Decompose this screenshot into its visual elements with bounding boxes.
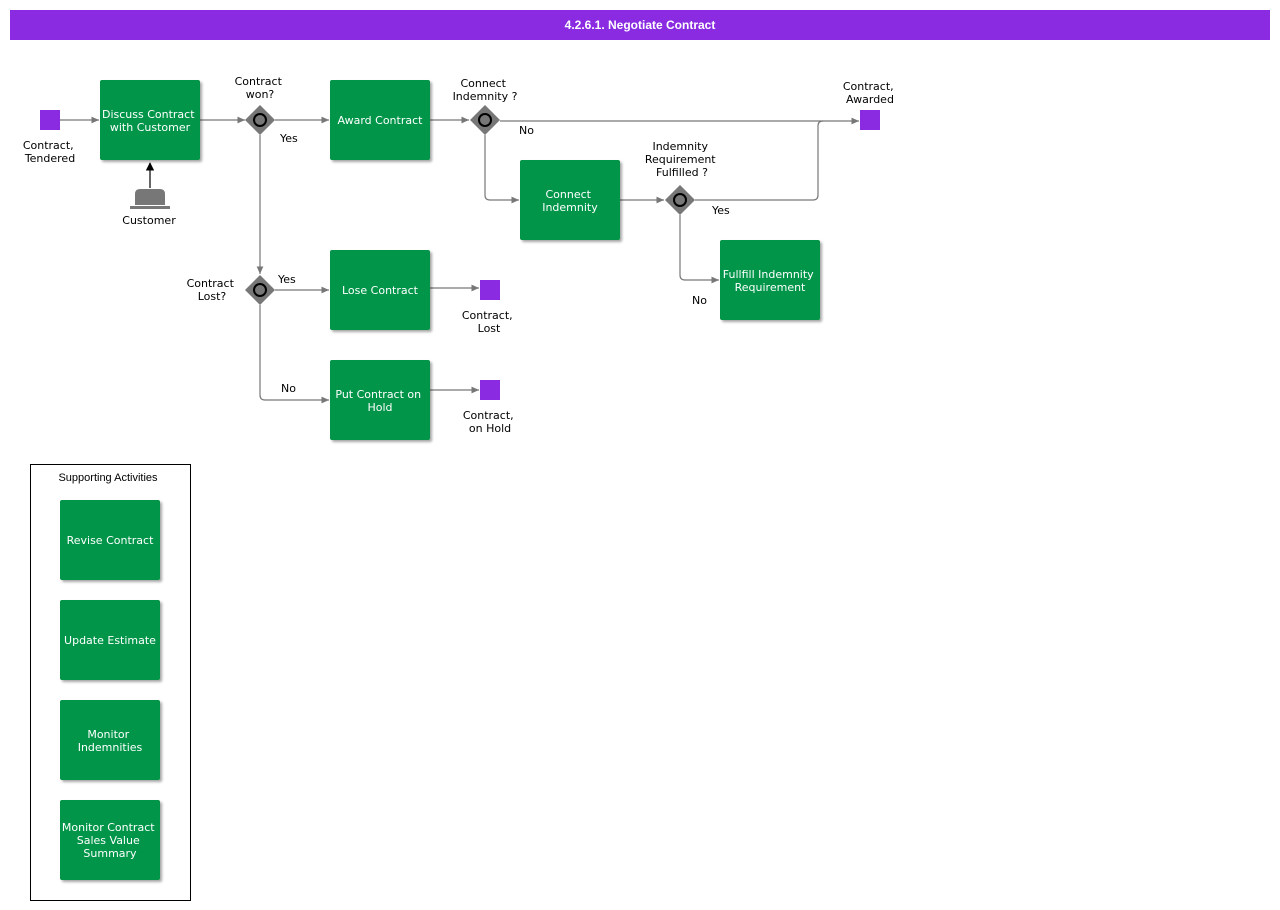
task-monitor-indemnities[interactable]: Monitor Indemnities xyxy=(60,700,160,780)
event-lost[interactable]: Contract, Lost xyxy=(462,280,516,335)
customer-participant: Customer xyxy=(122,162,176,227)
event-awarded[interactable]: Contract, Awarded xyxy=(843,80,897,130)
task-monitor-contract-sales-label: Monitor Contract Sales Value Summary xyxy=(62,821,158,860)
event-lost-label: Contract, Lost xyxy=(462,309,516,335)
flow-fulfilled-no xyxy=(679,215,719,284)
task-revise-contract[interactable]: Revise Contract xyxy=(60,500,160,580)
supporting-activities-group: Supporting Activities Revise Contract Up… xyxy=(30,464,191,901)
gateway-connect-indemnity-label: Connect Indemnity ? xyxy=(453,77,518,103)
supporting-activities-title: Supporting Activities xyxy=(58,472,158,484)
task-revise-contract-label: Revise Contract xyxy=(67,534,154,547)
customer-icon xyxy=(130,189,170,209)
task-put-contract-on-hold[interactable]: Put Contract on Hold xyxy=(330,360,430,440)
gateway-indemnity-fulfilled[interactable]: Indemnity Requirement Fulfilled ? xyxy=(645,140,719,215)
task-discuss-contract-label: Discuss Contract with Customer xyxy=(102,108,198,134)
event-on-hold-label: Contract, on Hold xyxy=(463,409,517,435)
flow-label-fulfilled-yes: Yes xyxy=(711,204,730,217)
task-award-contract[interactable]: Award Contract xyxy=(330,80,430,160)
flow-label-connect-no: No xyxy=(519,124,534,137)
flow-connect-gateway-to-connect xyxy=(484,135,519,204)
event-on-hold[interactable]: Contract, on Hold xyxy=(463,380,517,435)
task-update-estimate-label: Update Estimate xyxy=(64,634,156,647)
gateway-contract-lost[interactable]: Contract Lost? xyxy=(187,275,275,305)
task-lose-contract-label: Lose Contract xyxy=(342,284,419,297)
task-put-contract-on-hold-label: Put Contract on Hold xyxy=(335,388,424,414)
task-lose-contract[interactable]: Lose Contract xyxy=(330,250,430,330)
event-awarded-label: Contract, Awarded xyxy=(843,80,897,106)
gateway-indemnity-fulfilled-label: Indemnity Requirement Fulfilled ? xyxy=(645,140,719,179)
task-monitor-contract-sales[interactable]: Monitor Contract Sales Value Summary xyxy=(60,800,160,880)
task-fulfill-indemnity[interactable]: Fullfill Indemnity Requirement xyxy=(720,240,820,320)
flow-label-won-yes: Yes xyxy=(279,132,298,145)
gateway-contract-won-label: Contract won? xyxy=(235,75,286,101)
gateway-contract-won[interactable]: Contract won? xyxy=(235,75,286,135)
sequence-flows xyxy=(60,116,859,404)
task-fulfill-indemnity-label: Fullfill Indemnity Requirement xyxy=(723,268,817,294)
flow-label-lost-no: No xyxy=(281,382,296,395)
task-monitor-indemnities-label: Monitor Indemnities xyxy=(78,728,143,754)
task-connect-indemnity-label: Connect Indemnity xyxy=(542,188,598,214)
event-tendered[interactable]: Contract, Tendered xyxy=(23,110,77,165)
gateway-contract-lost-label: Contract Lost? xyxy=(187,277,238,303)
task-update-estimate[interactable]: Update Estimate xyxy=(60,600,160,680)
flow-label-fulfilled-no: No xyxy=(692,294,707,307)
task-connect-indemnity[interactable]: Connect Indemnity xyxy=(520,160,620,240)
flow-label-lost-yes: Yes xyxy=(277,273,296,286)
event-tendered-label: Contract, Tendered xyxy=(23,139,77,165)
flow-lost-no xyxy=(259,305,329,404)
diagram-title: 4.2.6.1. Negotiate Contract xyxy=(10,10,1270,40)
flow-fulfilled-yes xyxy=(695,120,824,201)
task-discuss-contract[interactable]: Discuss Contract with Customer xyxy=(100,80,200,160)
customer-label: Customer xyxy=(122,214,176,227)
gateway-connect-indemnity[interactable]: Connect Indemnity ? xyxy=(453,77,518,135)
task-award-contract-label: Award Contract xyxy=(338,114,424,127)
